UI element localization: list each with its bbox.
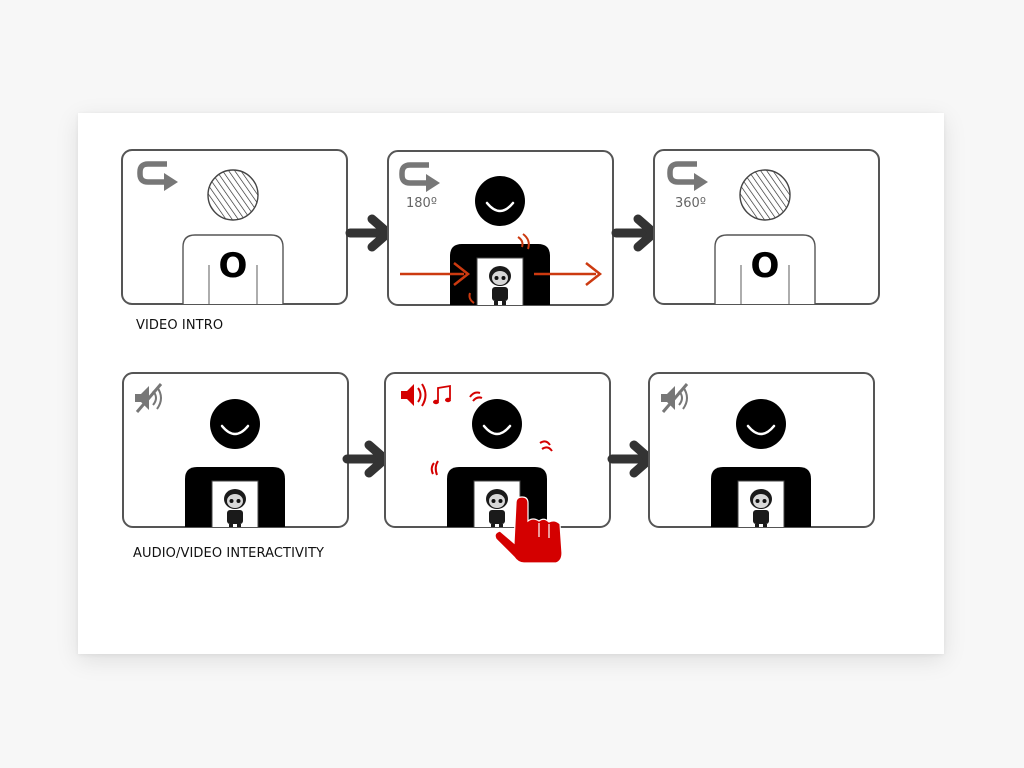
- vibration-lines-icon: [430, 391, 553, 476]
- panel-interactivity-muted-end: [648, 372, 875, 528]
- panel-intro-rotate-360: O 360º: [653, 149, 880, 305]
- motion-lines-icon: [468, 233, 530, 304]
- panel-interactivity-sound: [384, 372, 611, 564]
- arrow-icon: [350, 219, 388, 247]
- rotation-label: 180º: [406, 196, 437, 211]
- speaker-on-icon: [401, 383, 427, 407]
- red-arrow-icon: [534, 262, 603, 286]
- storyboard-diagram: O 180º O 3: [121, 149, 880, 564]
- arrow-icon: [612, 445, 650, 473]
- panel-interactivity-muted: [122, 372, 349, 528]
- arrow-icon: [347, 445, 385, 473]
- panel-intro-rotate-180: 180º: [387, 150, 614, 306]
- diagram-card: O 180º O 3: [78, 113, 944, 654]
- section-caption-interactivity: AUDIO/VIDEO INTERACTIVITY: [133, 546, 325, 561]
- section-caption-video-intro: VIDEO INTRO: [136, 318, 224, 333]
- rotation-label: 360º: [675, 196, 706, 211]
- white-figure: O: [714, 169, 816, 304]
- panel-intro-start: O: [121, 149, 348, 305]
- shirt-letter: O: [219, 246, 248, 286]
- shirt-letter: O: [751, 246, 780, 286]
- arrow-icon: [616, 219, 654, 247]
- white-figure: O: [182, 169, 284, 304]
- pointing-hand-icon: [494, 496, 563, 564]
- red-arrow-icon: [400, 262, 471, 286]
- music-note-icon: [433, 384, 451, 405]
